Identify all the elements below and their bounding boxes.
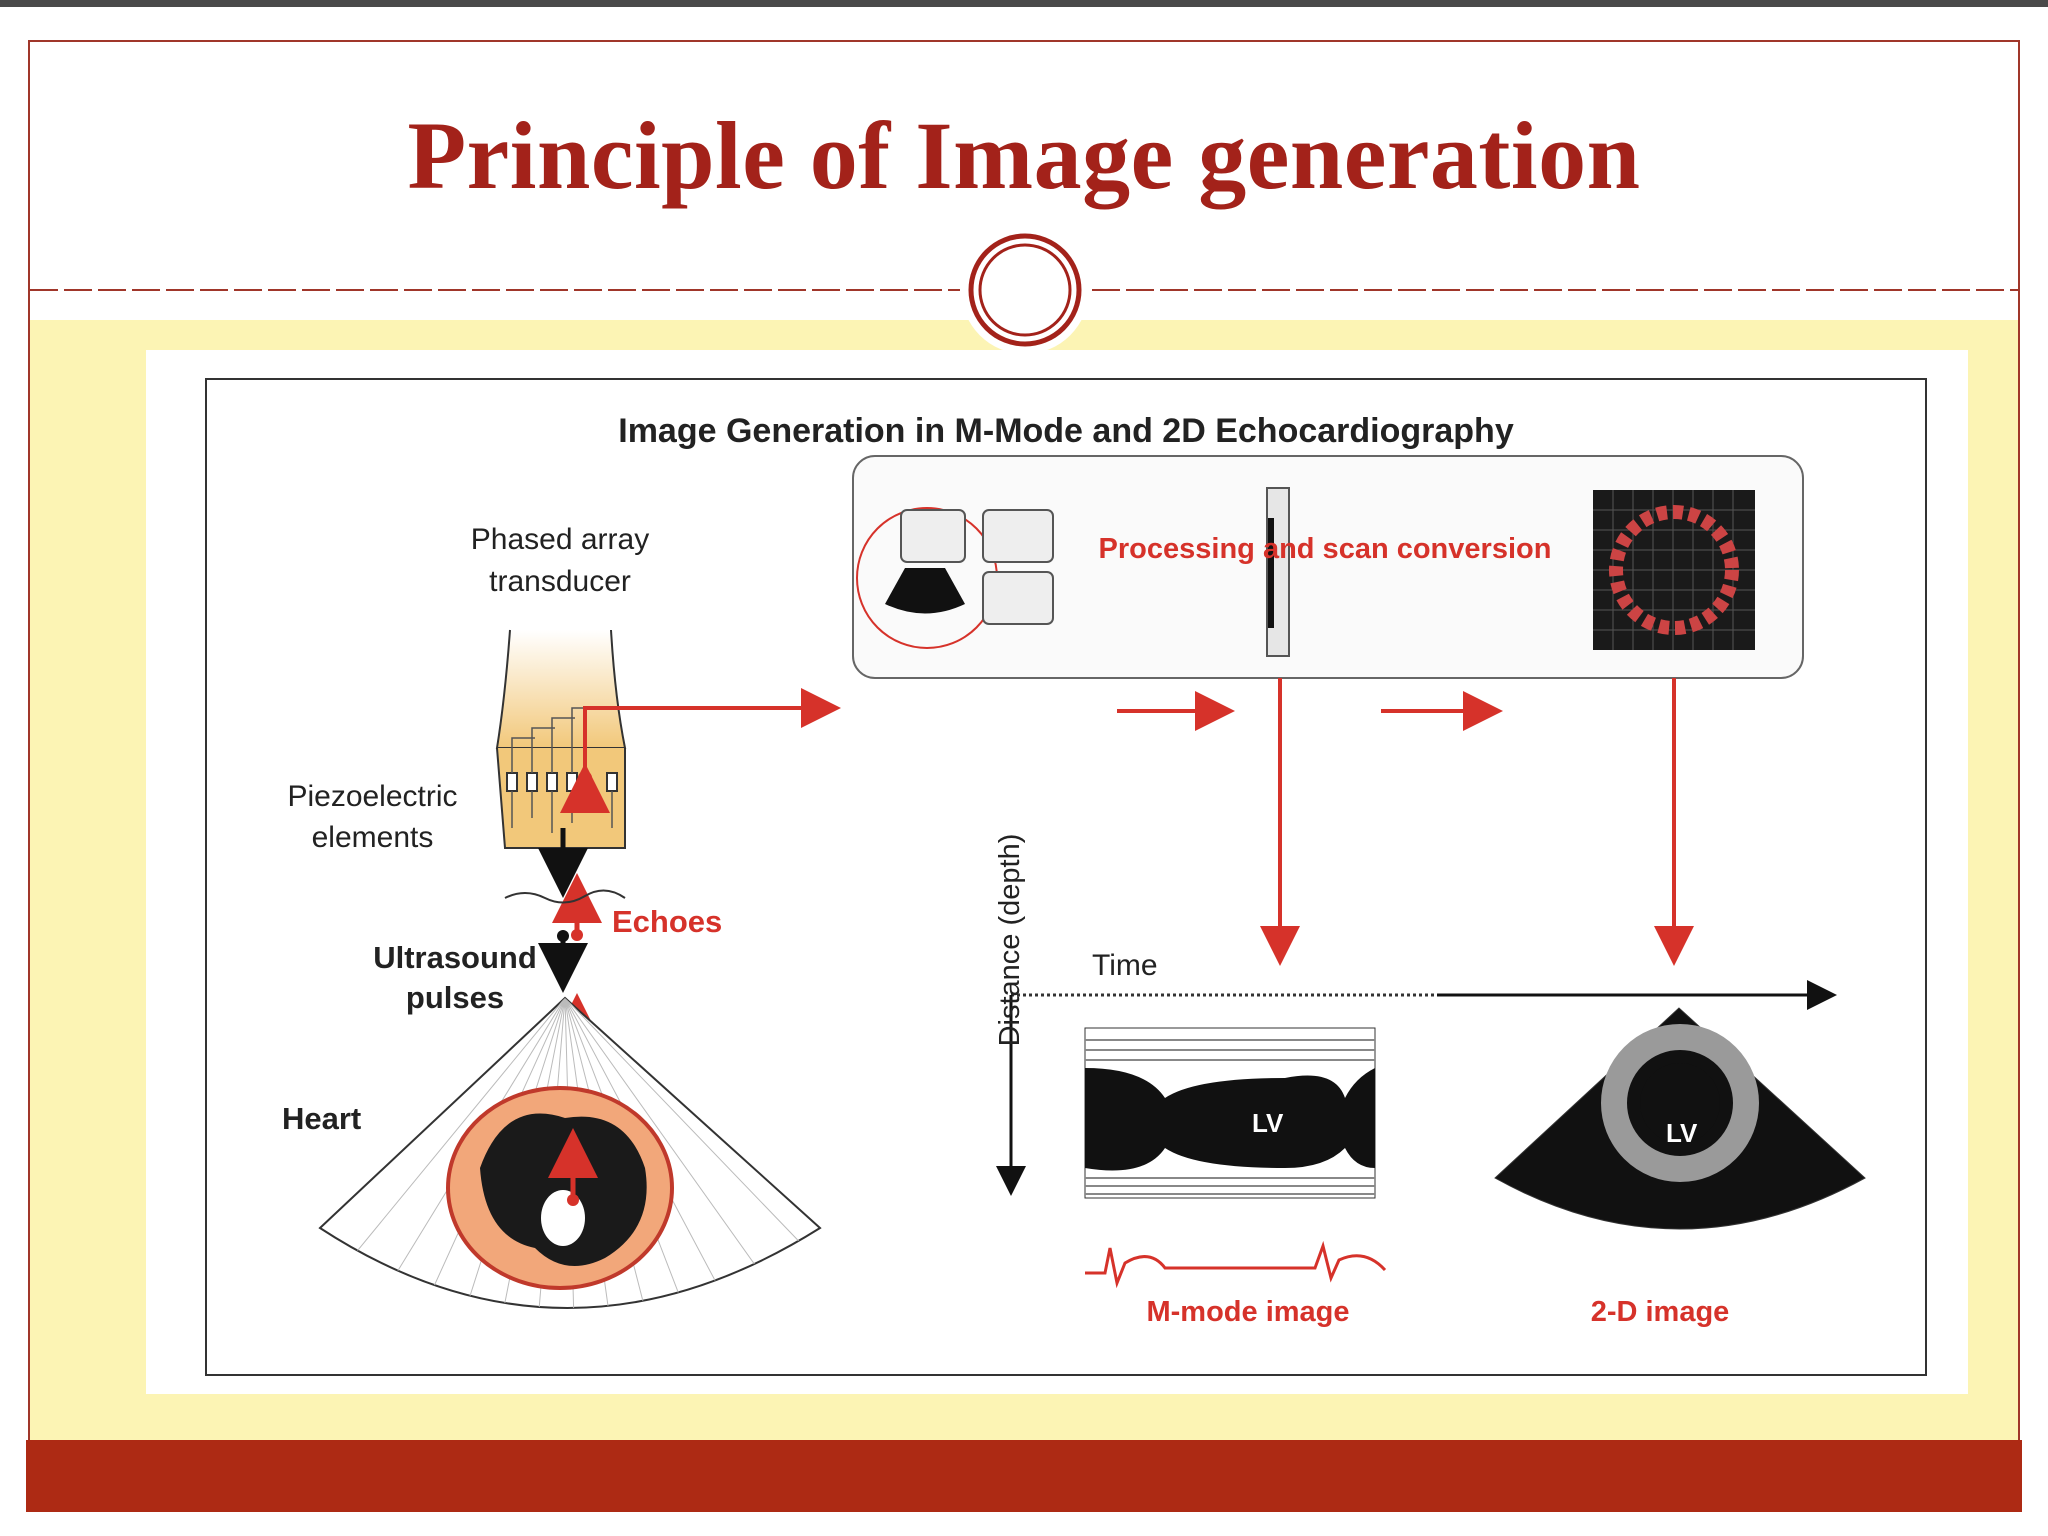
pulses-label-line2: pulses	[405, 980, 505, 1015]
skin-line	[504, 889, 626, 904]
figure-title: Image Generation in M-Mode and 2D Echoca…	[618, 412, 1514, 450]
piezo-label-line1: Piezoelectric	[287, 780, 458, 813]
twod-lv-label: LV	[1666, 1118, 1698, 1148]
twod-caption: 2-D image	[1590, 1296, 1730, 1328]
time-label: Time	[1092, 949, 1158, 982]
footer-bar	[26, 1440, 2022, 1512]
mmode-lv-label: LV	[1252, 1108, 1284, 1138]
scan-converted-thumbnail	[1593, 490, 1755, 650]
echoes-label: Echoes	[612, 904, 723, 939]
slide-title: Principle of Image generation	[407, 102, 1641, 209]
ring-ornament-inner	[978, 243, 1072, 337]
processing-box	[852, 455, 1804, 679]
signal-arrow	[583, 688, 841, 778]
echo-diagram-graphics	[318, 455, 1866, 1309]
title-divider	[30, 226, 2018, 354]
twod-image	[1494, 1007, 1866, 1230]
transducer-label-line1: Phased array	[470, 523, 650, 556]
pulses-label-line1: Ultrasound	[373, 940, 537, 975]
distance-depth-label: Distance (depth)	[994, 833, 1026, 1047]
heart-label: Heart	[282, 1101, 362, 1136]
beamformer-thumbnail	[856, 507, 1054, 649]
piezo-label-line2: elements	[311, 821, 434, 854]
mmode-image	[1084, 1027, 1376, 1199]
ecg-trace	[1085, 1240, 1387, 1289]
heart-cross-section	[446, 1086, 674, 1290]
processing-label: Processing and scan conversion	[1098, 533, 1552, 565]
mmode-caption: M-mode image	[1146, 1296, 1350, 1328]
top-border-bar	[0, 0, 2048, 7]
ring-ornament-outer	[968, 233, 1082, 347]
phased-array-transducer	[495, 629, 627, 849]
transducer-label-line2: transducer	[489, 565, 631, 598]
